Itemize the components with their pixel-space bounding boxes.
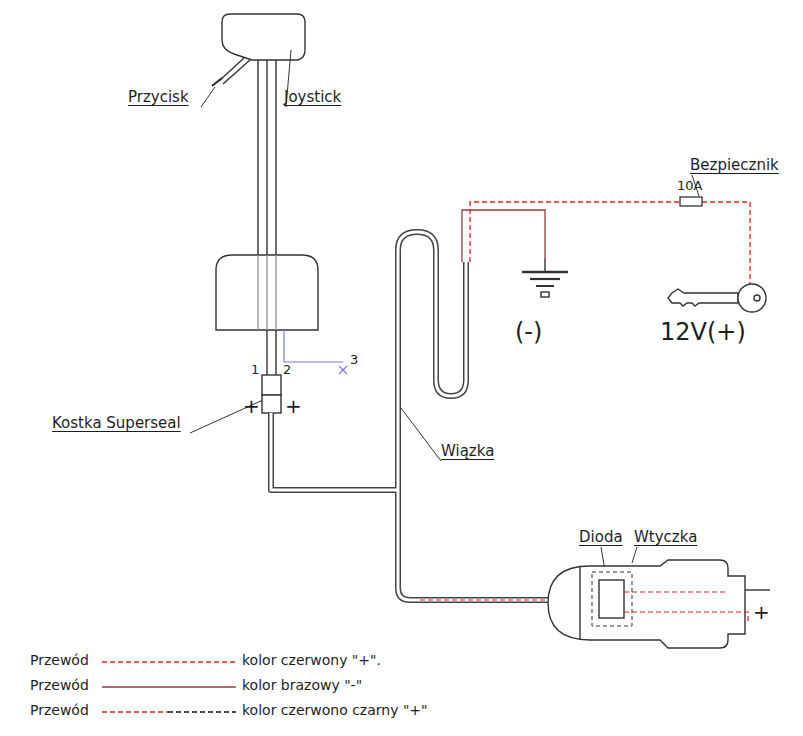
part-name: Wtyczka — [634, 528, 697, 546]
power-wires — [462, 197, 750, 284]
pin-number: 2 — [283, 362, 291, 378]
ignition-key — [668, 284, 766, 312]
wire-harness — [271, 232, 598, 600]
ground-symbol — [522, 258, 568, 297]
legend-text: kolor czerwono czarny "+" — [242, 702, 428, 719]
terminal-label: (-) — [515, 318, 542, 347]
part-name: Dioda — [579, 528, 623, 546]
polarity-mark: + — [243, 394, 260, 418]
legend-prefix: Przewód — [30, 677, 89, 694]
legend-prefix: Przewód — [30, 702, 89, 719]
part-name: Joystick — [284, 88, 341, 106]
legend-text: kolor brazowy "-" — [242, 677, 362, 694]
fuse-rating: 10A — [677, 178, 702, 194]
plug-symbol — [548, 560, 770, 648]
legend-text: kolor czerwony "+". — [242, 652, 381, 669]
legend-prefix: Przewód — [30, 652, 89, 669]
unused-wire — [284, 330, 347, 374]
polarity-mark: + — [285, 394, 302, 418]
joystick-symbol — [212, 14, 318, 375]
part-name: Kostka Superseal — [52, 414, 181, 432]
leader-lines — [190, 50, 699, 577]
callout-number: 3 — [350, 352, 358, 368]
superseal-connector — [262, 375, 281, 413]
polarity-mark: + — [753, 600, 770, 624]
part-name: Bezpiecznik — [690, 156, 779, 174]
part-name: Przycisk — [128, 88, 189, 106]
part-name: Wiązka — [441, 442, 494, 460]
pin-number: 1 — [251, 362, 259, 378]
terminal-label: 12V(+) — [660, 318, 746, 347]
legend-samples — [102, 662, 236, 712]
